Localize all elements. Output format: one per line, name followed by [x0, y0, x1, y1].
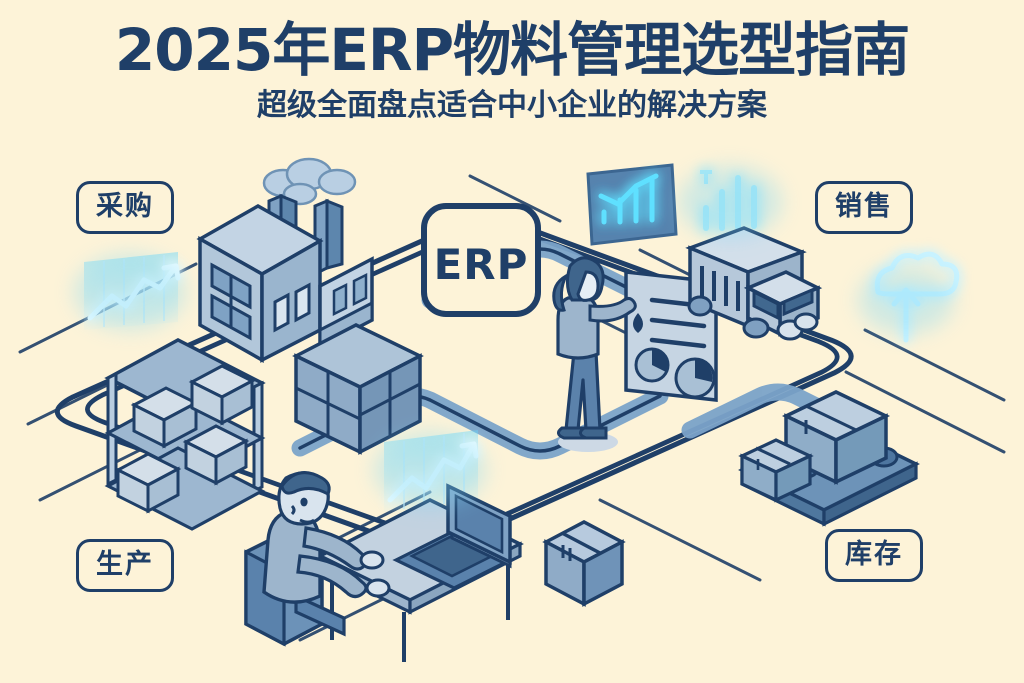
person-laptop-icon — [244, 471, 524, 662]
chip-production[interactable]: 生产 — [76, 539, 174, 592]
cardboard-box-icon — [182, 424, 250, 486]
person-report-icon — [552, 256, 637, 452]
chip-procurement[interactable]: 采购 — [76, 181, 174, 234]
shipping-container-icon — [292, 323, 424, 455]
conveyor-belt-icon — [738, 390, 920, 527]
pie-chart-icon — [634, 347, 670, 383]
cardboard-box-icon — [130, 386, 200, 449]
cardboard-box-icon — [738, 438, 814, 503]
cardboard-box-icon — [188, 364, 256, 426]
chip-inventory[interactable]: 库存 — [825, 529, 923, 582]
cardboard-box-icon — [542, 520, 626, 607]
cardboard-box-icon — [114, 452, 182, 514]
report-panel-icon — [624, 270, 718, 402]
delivery-truck-icon — [685, 226, 823, 341]
chip-sales[interactable]: 销售 — [815, 181, 913, 234]
dashboard-screen-icon — [586, 163, 678, 246]
erp-hub-node[interactable]: ERP — [421, 203, 541, 317]
cardboard-box-icon — [781, 390, 891, 485]
erp-hub-label: ERP — [434, 240, 529, 289]
pie-chart-icon — [674, 357, 716, 399]
warehouse-rack-icon — [104, 338, 266, 531]
ambient-glow — [74, 166, 954, 508]
